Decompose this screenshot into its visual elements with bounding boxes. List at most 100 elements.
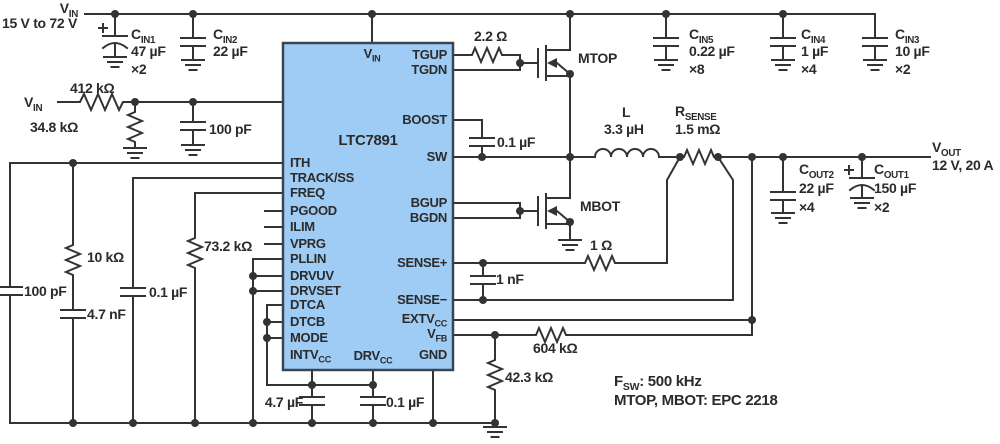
pin-label-sense-plus: SENSE+	[397, 255, 447, 270]
resistor-412k	[57, 91, 284, 113]
pin-label-ith: ITH	[290, 155, 311, 170]
capacitor-cin3	[862, 37, 888, 71]
capacitor-cout2	[770, 156, 796, 224]
cout2-value: 22 µF	[799, 180, 834, 196]
cin5-value: 0.22 µF	[689, 43, 735, 59]
resistor-412k-label: 412 kΩ	[70, 80, 115, 96]
feedback-divider-net	[452, 319, 753, 424]
capacitor-cin4	[770, 13, 796, 71]
pin-label-dtcb: DTCB	[290, 314, 325, 329]
pin-label-intvcc: INTVCC	[290, 347, 331, 365]
sense-net	[452, 155, 734, 301]
cap-boost-label: 0.1 µF	[497, 134, 536, 150]
resistor-10k-cap-4n7	[60, 162, 86, 424]
resistor-34k8	[125, 101, 145, 149]
wire-dtca	[266, 304, 374, 386]
resistor-10k-label: 10 kΩ	[87, 249, 124, 265]
cout1-symbol	[848, 156, 876, 199]
ground-icon	[483, 426, 507, 438]
ground-icon	[654, 59, 678, 71]
ground-icon	[181, 144, 205, 156]
capacitor-cin5	[653, 13, 679, 71]
resistor-1ohm-sense-plus	[452, 155, 682, 273]
capacitor-0u1-ss	[120, 177, 284, 424]
wire-bgdn	[452, 210, 539, 219]
ground-icon	[103, 56, 127, 68]
pin-label-extvcc: EXTVCC	[401, 311, 448, 329]
resistor-42k3-label: 42.3 kΩ	[505, 369, 554, 385]
capacitor-1nf	[470, 262, 496, 301]
cin3-symbol	[862, 37, 888, 61]
mbot-label: MBOT	[580, 198, 621, 214]
pin-label-drvcc: DRVCC	[353, 348, 393, 366]
plus-sign	[98, 23, 108, 33]
cin4-name: CIN4	[801, 26, 826, 46]
resistor-73k2	[185, 192, 284, 424]
pin-label-bgdn: BGDN	[409, 210, 447, 225]
capacitor-cin2	[180, 13, 206, 71]
pin-label-boost: BOOST	[402, 112, 447, 127]
pllin-drvuv-drvset-net	[252, 258, 284, 424]
resistor-2r2-label: 2.2 Ω	[474, 28, 508, 44]
cap-4n7-label: 4.7 nF	[87, 306, 126, 322]
cap-100pf-run-label: 100 pF	[209, 121, 252, 137]
cout1-value: 150 µF	[874, 180, 917, 196]
pin-label-drvset: DRVSET	[290, 283, 341, 298]
wire-tgdn	[452, 62, 539, 71]
cout2-symbol	[770, 156, 796, 214]
resistor-604k-label: 604 kΩ	[533, 340, 578, 356]
cin2-value: 22 µF	[213, 43, 248, 59]
mbot-source	[545, 223, 571, 241]
resistor-1ohm-label: 1 Ω	[590, 237, 613, 253]
mbot-drain	[545, 156, 571, 199]
ltc7891-ic-body	[281, 41, 455, 372]
cout2-name: COUT2	[799, 161, 834, 181]
cin4-symbol	[770, 13, 796, 61]
resistor-rsense	[658, 147, 931, 167]
bottom-gate-net	[452, 202, 539, 219]
run-divider-net	[57, 91, 284, 159]
pin-label-mode: MODE	[290, 330, 328, 345]
pin-label-freq: FREQ	[290, 185, 325, 200]
ground-icon	[558, 239, 582, 251]
cin3-name: CIN3	[895, 26, 920, 46]
cin3-mult: ×2	[895, 61, 911, 77]
resistor-604k	[452, 319, 753, 345]
pin-label-ilim: ILIM	[290, 219, 315, 234]
mosfet-mtop	[537, 13, 572, 158]
pin-label-pgood: PGOOD	[290, 203, 337, 218]
pin-label-trackss: TRACK/SS	[290, 170, 355, 185]
capacitor-cout1	[844, 156, 876, 209]
cout1-mult: ×2	[874, 199, 890, 215]
cin1-name: CIN1	[131, 26, 156, 46]
pin-label-tgup: TGUP	[412, 47, 447, 62]
pin-label-vprg: VPRG	[290, 236, 326, 251]
ground-icon	[771, 59, 795, 71]
rsense-name-label: RSENSE	[675, 103, 717, 123]
cin1-value: 47 µF	[131, 43, 166, 59]
ground-icon	[863, 59, 887, 71]
drvcc-cap	[360, 369, 386, 424]
pin-label-gnd: GND	[419, 347, 447, 362]
note-fets: MTOP, MBOT: EPC 2218	[614, 392, 778, 409]
pin-label-tgdn: TGDN	[411, 62, 447, 77]
wire-top-rail	[84, 13, 876, 39]
trackss-net	[120, 177, 284, 424]
pin-label-dtca: DTCA	[290, 297, 325, 312]
junction-dots	[69, 10, 866, 427]
cap-4u7-label: 4.7 µF	[264, 394, 303, 410]
ground-icon	[850, 197, 874, 209]
resistor-73k2-label: 73.2 kΩ	[204, 238, 253, 254]
floating-pin-stubs	[264, 210, 284, 245]
mtop-drain	[545, 13, 571, 51]
capacitor-cin1	[98, 13, 129, 68]
ground-icon	[181, 59, 205, 71]
chip-part-number: LTC7891	[338, 132, 398, 149]
cin2-name: CIN2	[213, 26, 238, 46]
capacitor-100pf-run	[180, 101, 206, 146]
cap-0u1-ss-label: 0.1 µF	[149, 284, 188, 300]
vin-run-label: VIN	[24, 94, 43, 114]
cin2-symbol	[180, 13, 206, 61]
resistor-42k3	[485, 334, 505, 424]
